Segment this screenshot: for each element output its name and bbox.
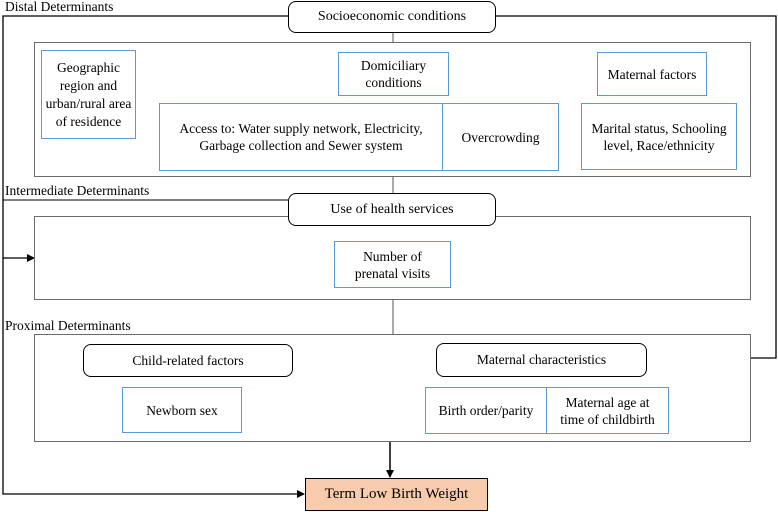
birth-order-box: Birth order/parity bbox=[425, 387, 547, 434]
domiciliary-conditions-box: Domiciliary conditions bbox=[338, 52, 449, 96]
distal-to-outcome-line bbox=[2, 15, 305, 498]
overcrowding-box: Overcrowding bbox=[442, 103, 559, 171]
maternal-factors-box: Maternal factors bbox=[597, 52, 707, 96]
use-of-health-services-box: Use of health services bbox=[288, 193, 496, 226]
newborn-sex-box: Newborn sex bbox=[122, 387, 242, 433]
geographic-region-box: Geographic region and urban/rural area o… bbox=[41, 50, 136, 139]
maternal-details-box: Marital status, Schooling level, Race/et… bbox=[581, 103, 737, 170]
proximal-determinants-label: Proximal Determinants bbox=[5, 318, 131, 333]
prenatal-visits-box: Number of prenatal visits bbox=[334, 241, 451, 288]
child-related-factors-box: Child-related factors bbox=[83, 344, 293, 377]
distal-determinants-label: Distal Determinants bbox=[5, 0, 114, 14]
intermediate-determinants-label: Intermediate Determinants bbox=[5, 183, 150, 198]
access-services-box: Access to: Water supply network, Electri… bbox=[159, 103, 443, 171]
maternal-age-box: Maternal age at time of childbirth bbox=[546, 387, 669, 434]
maternal-characteristics-box: Maternal characteristics bbox=[436, 343, 647, 377]
term-low-birth-weight-box: Term Low Birth Weight bbox=[305, 478, 488, 511]
socioeconomic-conditions-box: Socioeconomic conditions bbox=[288, 1, 496, 33]
